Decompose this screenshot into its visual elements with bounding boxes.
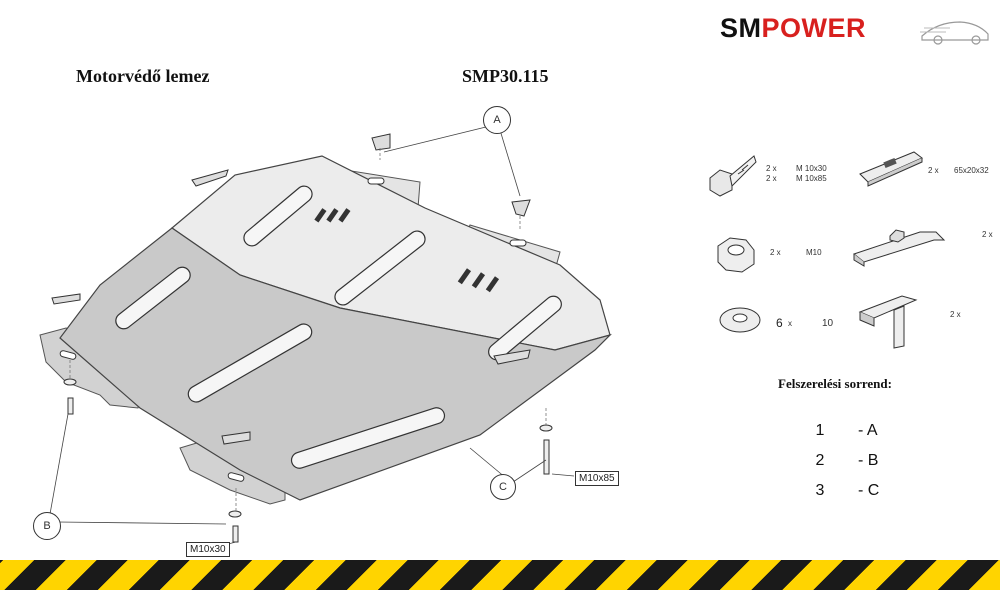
assembly-order-title: Felszerelési sorrend: (778, 376, 892, 391)
callout-a: A (483, 106, 511, 134)
plate-slots (115, 185, 562, 469)
bolt-qty-2: 2 x (766, 174, 777, 183)
callout-a-label: A (493, 114, 501, 126)
callout-m10x30: M10x30 (186, 542, 230, 557)
order-step-3-num: 3 (815, 482, 825, 499)
product-name: Motorvédő lemez (76, 66, 210, 86)
order-step-1-letter: - A (858, 422, 878, 439)
product-code: SMP30.115 (462, 66, 549, 86)
skid-plate-diagram (39, 125, 613, 547)
bolt-spec-2: M 10x85 (796, 174, 827, 183)
callout-b-label: B (43, 520, 51, 532)
bolt-spec-1: M 10x30 (796, 164, 827, 173)
nut-spec: M10 (806, 248, 822, 257)
washer-spec: 10 (822, 318, 834, 329)
callout-c-label: C (499, 481, 507, 493)
washer-qty: 6 (776, 316, 783, 330)
brand-logo: SM POWER (720, 10, 990, 46)
brand-part-power: POWER (761, 13, 867, 43)
nut-qty: 2 x (770, 248, 781, 257)
bracket-qty: 2 x (982, 230, 993, 239)
plate-front-section (59, 227, 613, 501)
hazard-stripe-bar (0, 560, 1000, 590)
bracket-icon (852, 229, 946, 267)
order-step-2-letter: - B (858, 452, 879, 469)
washer-icon (719, 307, 761, 333)
brand-part-sm: SM (720, 13, 762, 43)
vent-slits (314, 208, 500, 293)
order-step-1-num: 1 (815, 422, 825, 439)
washer-x: x (788, 319, 792, 328)
bolt-icon (709, 155, 757, 197)
brand-wordmark: SM POWER (720, 10, 990, 46)
t-bracket-icon (858, 295, 918, 349)
callout-c: C (490, 474, 516, 500)
car-silhouette-icon (920, 21, 989, 45)
plate-icon (859, 151, 923, 187)
nut-icon (717, 237, 755, 273)
bolt-qty-1: 2 x (766, 164, 777, 173)
plate-qty: 2 x (928, 166, 939, 175)
order-step-2-num: 2 (815, 452, 825, 469)
order-step-3-letter: - C (858, 482, 880, 499)
callout-b: B (33, 512, 61, 540)
t-bracket-qty: 2 x (950, 310, 961, 319)
callout-m10x85: M10x85 (575, 471, 619, 486)
plate-spec: 65x20x32 (954, 166, 989, 175)
